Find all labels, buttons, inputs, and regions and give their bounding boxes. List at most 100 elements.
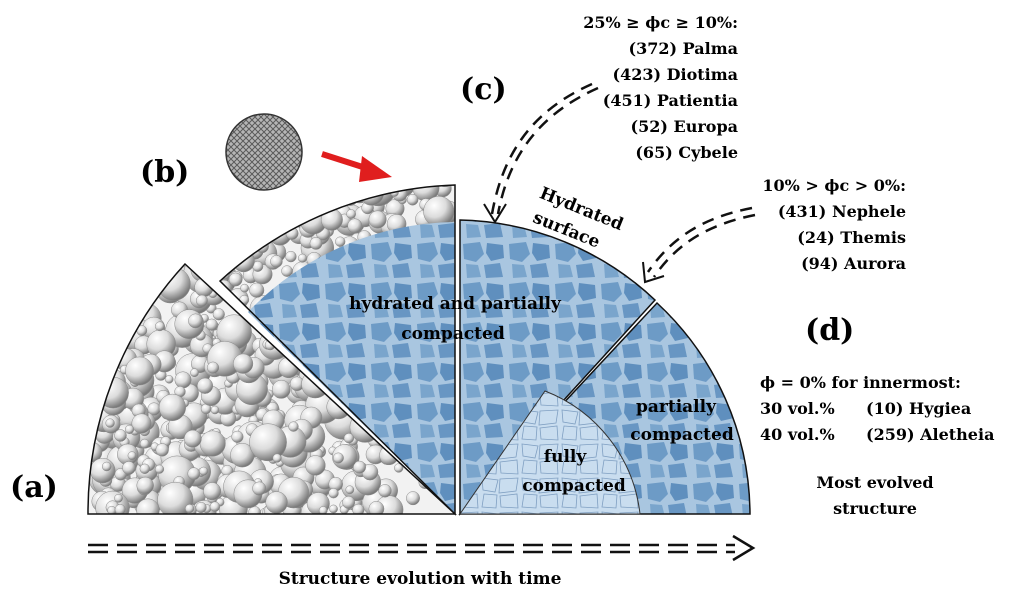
sphere-grain [264,218,273,227]
sphere-grain [114,504,126,514]
sphere-grain [297,253,307,263]
sphere-grain [441,138,459,156]
sphere-grain [270,200,290,220]
sphere-grain [305,455,326,476]
dashed-arrow-c-icon [483,82,599,224]
sphere-grain [257,194,285,221]
sphere-grain [332,452,344,464]
sphere-grain [131,413,152,434]
sphere-grain [220,245,226,255]
sphere-grain [233,353,254,374]
sphere-grain [417,161,425,169]
sphere-grain [257,234,268,245]
list-item: (423) Diotima [613,65,739,84]
sphere-grain [249,282,265,298]
sphere-grain [237,229,249,241]
sphere-grain [267,213,278,223]
sphere-grain [240,283,249,293]
sphere-grain [228,272,243,287]
sphere-grain [223,265,233,275]
sphere-grain [196,377,214,394]
sphere-grain [221,224,234,237]
sphere-grain [226,218,255,247]
sphere-grain [124,424,135,434]
wedge-d-compacted [458,301,751,515]
sphere-grain [329,504,338,514]
sphere-grain [264,339,276,351]
sphere-grain [225,219,237,230]
sphere-grain [239,294,250,305]
sphere-grain [424,168,434,178]
sphere-grain [266,203,284,221]
sphere-grain [342,495,356,509]
sphere-grain [318,506,328,514]
sphere-grain [190,264,217,283]
sphere-grain [296,185,308,190]
list-item: (451) Patientia [603,91,738,110]
sphere-grain [398,147,411,160]
sphere-grain [261,206,273,218]
sphere-grain [208,268,218,278]
sphere-grain [380,159,404,183]
sphere-grain [157,267,191,301]
sphere-grain [197,241,206,250]
sphere-grain [154,321,165,332]
sphere-grain [236,215,265,244]
sphere-grain [294,185,306,194]
sphere-grain [346,209,356,219]
sphere-grain [125,356,154,386]
sphere-grain [127,451,137,461]
sphere-grain [329,168,343,182]
sphere-grain [401,185,433,186]
list-item: (65) Cybele [635,143,738,162]
sphere-grain [265,491,288,514]
sphere-grain [391,162,403,174]
sphere-grain [139,463,150,474]
sphere-grain [139,438,150,449]
sphere-grain [223,204,252,233]
sphere-grain [187,247,203,263]
sphere-grain [328,488,339,499]
sphere-grain [333,188,347,201]
sphere-grain [197,240,210,253]
sphere-grain [317,166,326,175]
sphere-grain [105,418,115,428]
sphere-grain [320,208,343,231]
sphere-grain [251,198,275,222]
sphere-grain [209,265,221,277]
sphere-grain [220,264,225,278]
sphere-grain [101,461,112,472]
sphere-grain [442,150,456,164]
list-item: (52) Europa [631,117,738,136]
sphere-grain [431,185,455,188]
sphere-grain [252,219,270,236]
sphere-grain [316,198,326,208]
list-item: (24) Themis [797,228,906,247]
sphere-grain [230,443,255,468]
sphere-grain [316,185,345,201]
sphere-grain [320,185,350,196]
sphere-grain [195,264,211,265]
sphere-grain [157,481,194,514]
sphere-grain [218,264,240,270]
sphere-grain [394,463,404,473]
sphere-grain [433,152,444,163]
sphere-grain [296,185,306,195]
sphere-grain [236,228,259,251]
sphere-grain [314,168,328,182]
sphere-grain [234,216,248,229]
sphere-grain [395,152,416,173]
sphere-grain [275,199,286,210]
sphere-grain [309,185,332,190]
label-partially-compacted-1: partially [636,397,717,417]
sphere-grain [272,211,285,224]
sphere-grain [406,491,420,506]
sphere-grain [423,136,441,154]
sphere-grain [220,243,226,255]
sphere-grain [220,242,240,271]
sphere-grain [318,185,345,186]
label-hydrated-partial-2: compacted [401,324,505,344]
sphere-grain [228,211,252,235]
sphere-grain [220,279,232,297]
sphere-grain [437,152,446,161]
